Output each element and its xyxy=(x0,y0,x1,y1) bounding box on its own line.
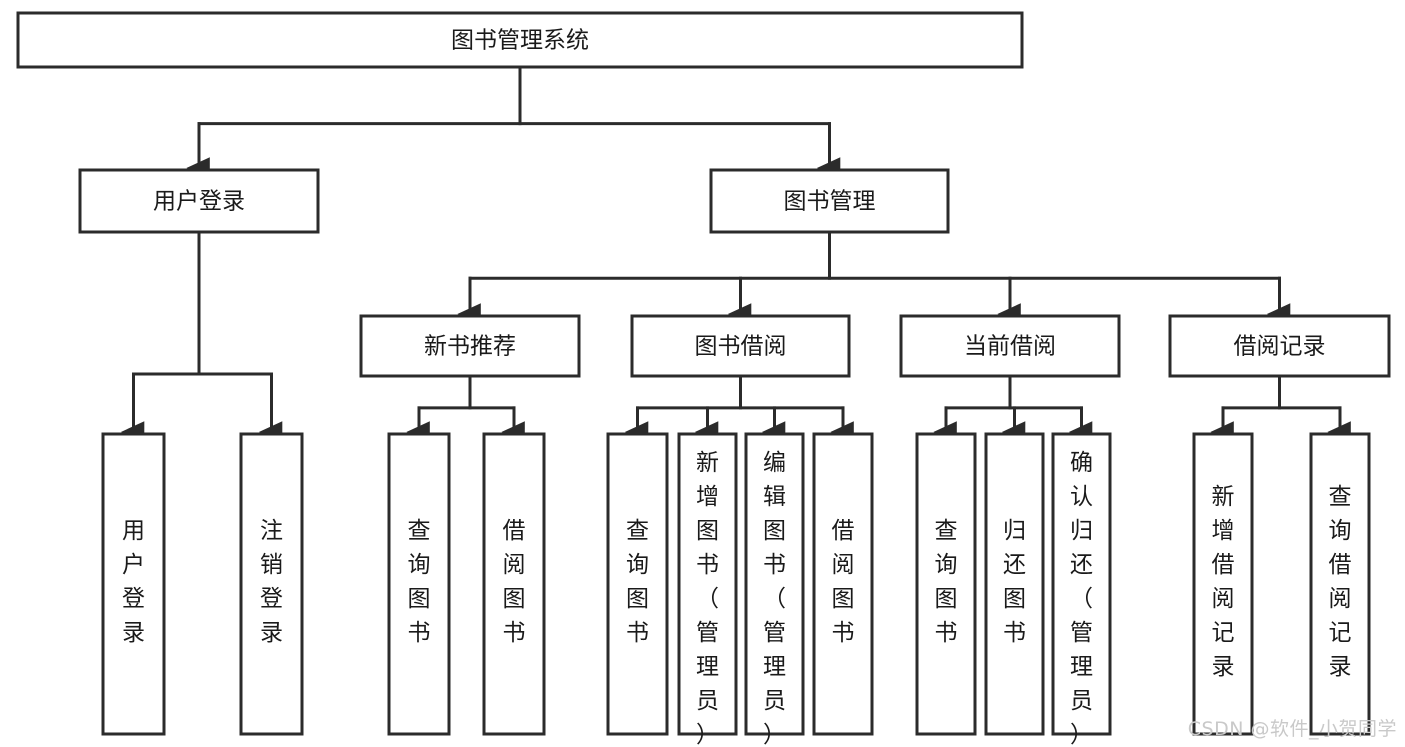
node-root[interactable]: 图书管理系统 xyxy=(16,11,1024,69)
node-label-l10: 归还图书 xyxy=(1003,518,1026,646)
node-l13[interactable]: 查询借阅记录 xyxy=(1309,432,1371,736)
node-box-l3[interactable] xyxy=(387,432,451,736)
node-label-l3: 查询图书 xyxy=(408,518,431,646)
node-label-l4: 借阅图书 xyxy=(503,518,526,646)
node-box-current[interactable] xyxy=(899,314,1121,378)
node-l6[interactable]: 新增图书（管理员） xyxy=(677,432,738,747)
node-box-l8[interactable] xyxy=(812,432,874,736)
node-box-l10[interactable] xyxy=(984,432,1045,736)
node-layer: 图书管理系统用户登录图书管理新书推荐图书借阅当前借阅借阅记录用户登录注销登录查询… xyxy=(16,11,1391,747)
node-l7[interactable]: 编辑图书（管理员） xyxy=(744,432,805,747)
edge-group-records xyxy=(1210,374,1351,443)
node-l12[interactable]: 新增借阅记录 xyxy=(1192,432,1254,736)
node-box-l7[interactable] xyxy=(744,432,805,736)
node-label-l7: 编辑图书（管理员） xyxy=(763,450,786,747)
node-box-bookmgmt[interactable] xyxy=(709,168,950,234)
node-box-l12[interactable] xyxy=(1192,432,1254,736)
edge-group-bookmgmt xyxy=(457,230,1291,325)
edge-group-root xyxy=(186,65,841,179)
node-l8[interactable]: 借阅图书 xyxy=(812,432,874,736)
edge-group-login xyxy=(120,230,283,443)
node-box-l4[interactable] xyxy=(482,432,546,736)
node-label-l13: 查询借阅记录 xyxy=(1329,484,1352,680)
node-box-l5[interactable] xyxy=(606,432,669,736)
node-label-l11: 确认归还（管理员） xyxy=(1070,450,1093,747)
node-label-current: 当前借阅 xyxy=(964,334,1056,360)
node-box-newbooks[interactable] xyxy=(359,314,581,378)
node-box-root[interactable] xyxy=(16,11,1024,69)
node-box-l13[interactable] xyxy=(1309,432,1371,736)
node-label-l6: 新增图书（管理员） xyxy=(696,450,719,747)
node-label-l12: 新增借阅记录 xyxy=(1212,484,1235,680)
node-bookmgmt[interactable]: 图书管理 xyxy=(709,168,950,234)
edge-group-borrow xyxy=(624,374,854,443)
node-box-borrow[interactable] xyxy=(630,314,851,378)
node-label-newbooks: 新书推荐 xyxy=(424,334,516,360)
node-l2[interactable]: 注销登录 xyxy=(239,432,304,736)
edge-layer xyxy=(120,65,1351,443)
edge-group-current xyxy=(933,374,1093,443)
node-l10[interactable]: 归还图书 xyxy=(984,432,1045,736)
node-label-l1: 用户登录 xyxy=(122,518,145,646)
node-l3[interactable]: 查询图书 xyxy=(387,432,451,736)
node-box-l11[interactable] xyxy=(1051,432,1112,736)
node-box-records[interactable] xyxy=(1168,314,1391,378)
node-box-l6[interactable] xyxy=(677,432,738,736)
node-label-bookmgmt: 图书管理 xyxy=(784,189,876,215)
node-box-l9[interactable] xyxy=(915,432,977,736)
node-label-borrow: 图书借阅 xyxy=(695,334,787,360)
node-l9[interactable]: 查询图书 xyxy=(915,432,977,736)
node-label-l2: 注销登录 xyxy=(260,518,283,646)
node-newbooks[interactable]: 新书推荐 xyxy=(359,314,581,378)
node-login[interactable]: 用户登录 xyxy=(78,168,320,234)
node-records[interactable]: 借阅记录 xyxy=(1168,314,1391,378)
node-l4[interactable]: 借阅图书 xyxy=(482,432,546,736)
node-l1[interactable]: 用户登录 xyxy=(101,432,166,736)
watermark-text: CSDN @软件_小贺同学 xyxy=(1187,718,1397,740)
node-label-records: 借阅记录 xyxy=(1234,334,1326,360)
node-label-l5: 查询图书 xyxy=(626,518,649,646)
node-label-l9: 查询图书 xyxy=(935,518,958,646)
node-box-login[interactable] xyxy=(78,168,320,234)
node-label-root: 图书管理系统 xyxy=(451,28,589,54)
node-label-l8: 借阅图书 xyxy=(832,518,855,646)
node-box-l1[interactable] xyxy=(101,432,166,736)
node-l5[interactable]: 查询图书 xyxy=(606,432,669,736)
node-box-l2[interactable] xyxy=(239,432,304,736)
edge-group-newbooks xyxy=(406,374,525,443)
node-label-login: 用户登录 xyxy=(153,189,245,215)
node-l11[interactable]: 确认归还（管理员） xyxy=(1051,432,1112,747)
node-current[interactable]: 当前借阅 xyxy=(899,314,1121,378)
node-borrow[interactable]: 图书借阅 xyxy=(630,314,851,378)
